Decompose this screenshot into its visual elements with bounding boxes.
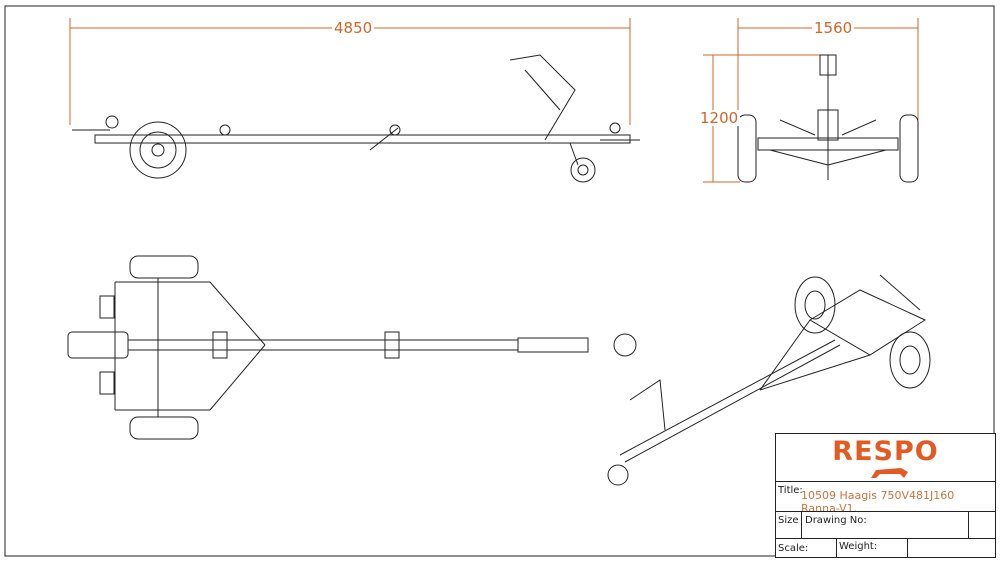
bull-icon <box>871 468 908 478</box>
height-dimension: 1200 <box>698 109 741 127</box>
sheet-border <box>4 5 995 557</box>
width-dimension: 1560 <box>812 19 855 37</box>
respo-logo: RESPO <box>832 436 939 467</box>
dimension-lines <box>69 18 919 183</box>
side-view <box>72 54 640 183</box>
drawing-no-label: Drawing No: <box>805 515 867 526</box>
weight-label: Weight: <box>839 541 878 552</box>
scale-row: Scale: Weight: <box>776 538 995 558</box>
top-view <box>67 255 637 440</box>
isometric-view <box>607 274 931 486</box>
size-row: Size Drawing No: <box>776 511 995 538</box>
length-dimension: 4850 <box>332 19 375 37</box>
front-view <box>737 54 919 183</box>
title-block: RESPO Title: 10509 Haagis 750V481J160 Ra… <box>775 433 996 558</box>
size-label: Size <box>778 515 799 526</box>
title-row: Title: 10509 Haagis 750V481J160 Ranna-V1… <box>776 481 995 515</box>
scale-label: Scale: <box>778 543 809 554</box>
title-label: Title: <box>778 485 803 496</box>
